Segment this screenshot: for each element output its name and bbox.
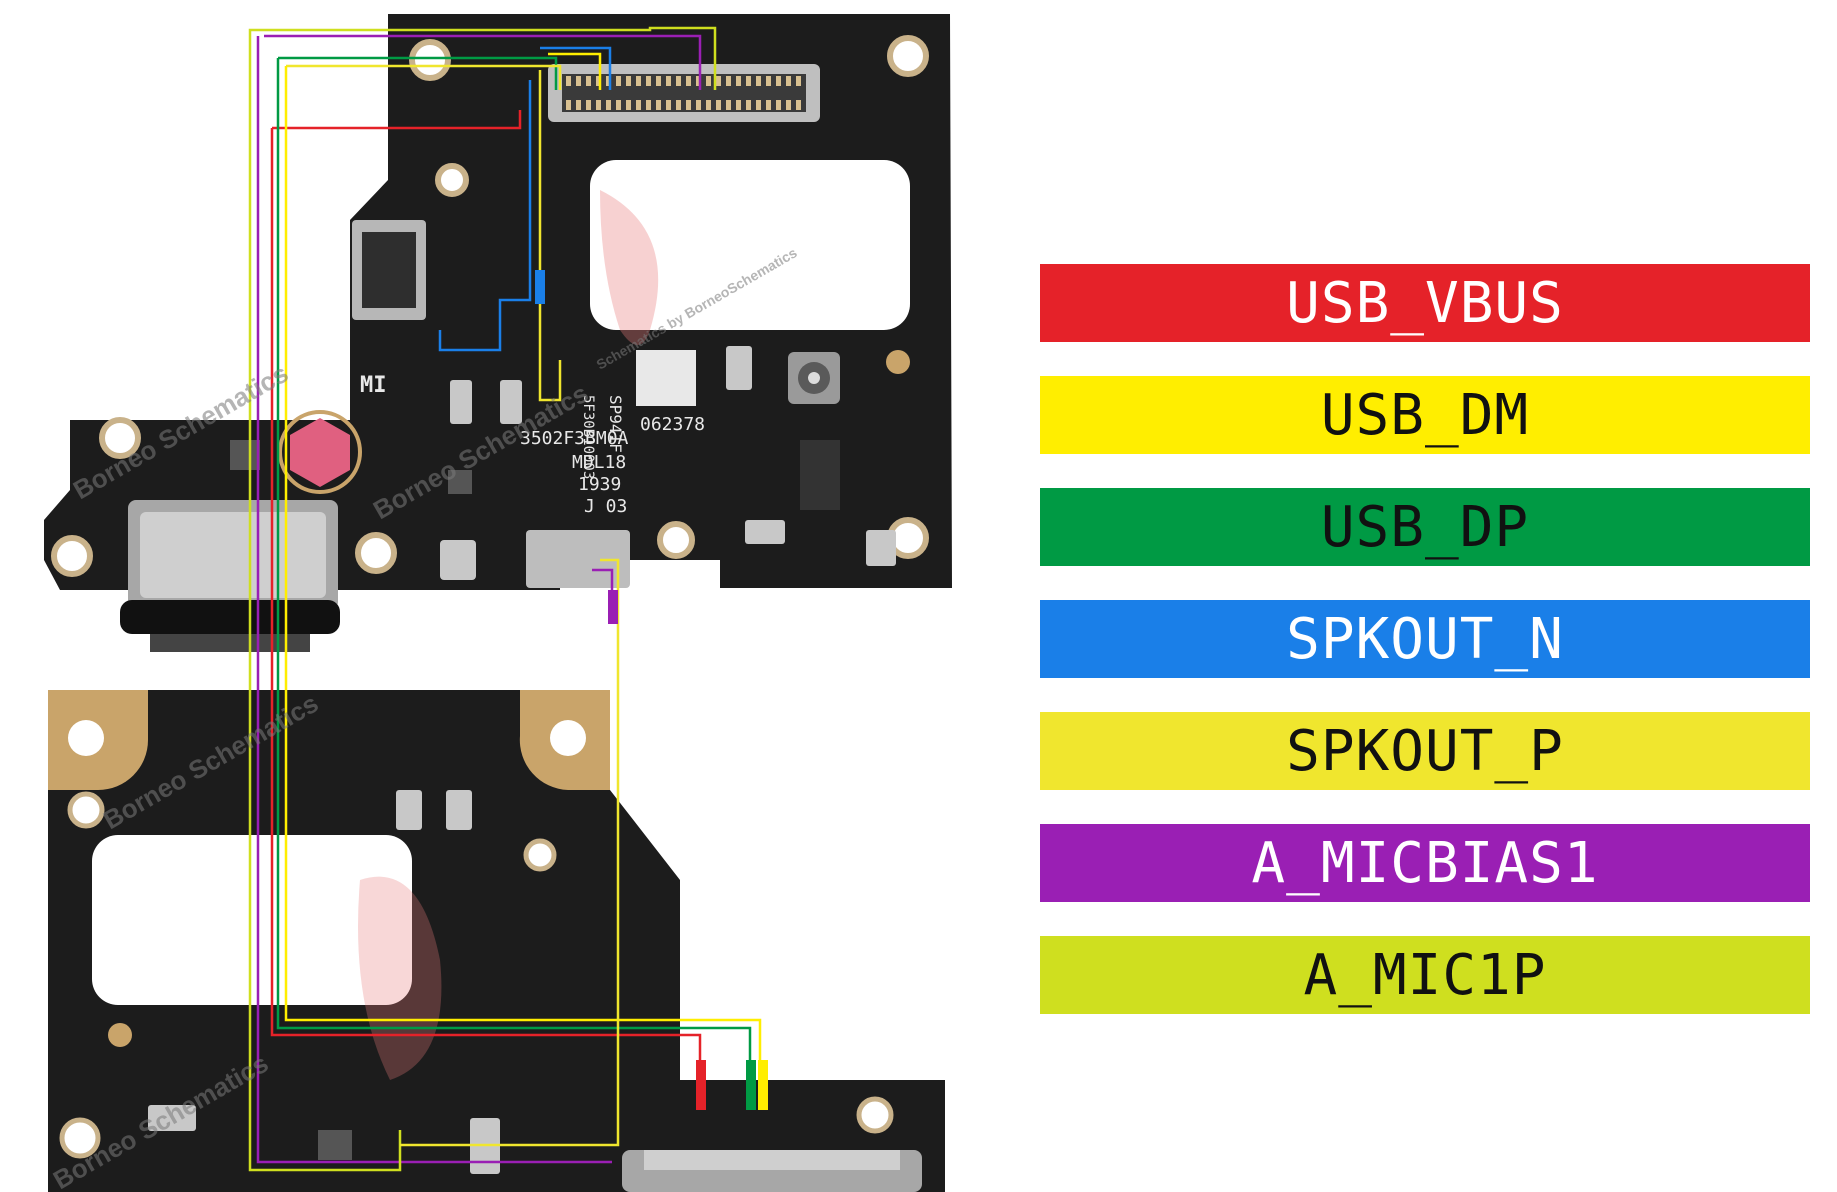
legend-spkout-n: SPKOUT_N: [1040, 600, 1810, 678]
silk-serial: 062378: [640, 414, 705, 435]
hex-contact: [278, 410, 362, 494]
brand-mark: MI: [360, 373, 387, 398]
smd-components: [230, 346, 896, 588]
legend-usb-vbus: USB_VBUS: [1040, 264, 1810, 342]
watermark-logo-upper: [600, 190, 659, 345]
gold-pads: [48, 690, 894, 1159]
upper-cutout: [590, 160, 910, 330]
legend-usb-dm: USB_DM: [1040, 376, 1810, 454]
btb-connector: [548, 64, 820, 122]
mounting-holes: [51, 35, 929, 577]
silk-code-2: 5F30B10003: [580, 395, 596, 479]
silk-mdl: MDL18: [572, 452, 626, 473]
lower-cutout: [92, 835, 412, 1005]
legend-spkout-p: SPKOUT_P: [1040, 712, 1810, 790]
trace-endpoints: [535, 270, 768, 1110]
silk-part-number: 3502F3BM0A: [520, 428, 629, 449]
legend-a-mic1p: A_MIC1P: [1040, 936, 1810, 1014]
usb-c-port-upper: [120, 500, 340, 652]
flex-connector: [352, 220, 426, 320]
silkscreen: MI 3502F3BM0A MDL18 1939 J 03 062378 SP9…: [360, 373, 705, 517]
silk-date: 1939: [578, 474, 621, 495]
rf-connector: [788, 350, 910, 404]
legend-a-micbias1: A_MICBIAS1: [1040, 824, 1810, 902]
silk-lot: J 03: [584, 496, 627, 517]
lower-components: [148, 790, 922, 1192]
qr-code: [636, 350, 696, 406]
silk-code: SP941F: [606, 395, 625, 453]
legend-usb-dp: USB_DP: [1040, 488, 1810, 566]
